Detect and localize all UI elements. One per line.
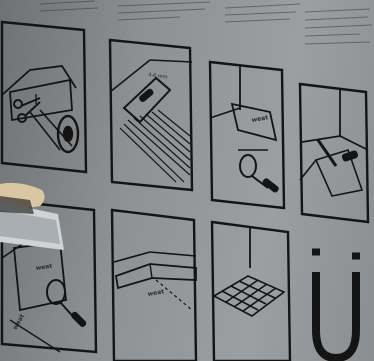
brand-mark-2: weat (35, 263, 52, 272)
pictogram-joint-tape (112, 210, 196, 361)
trowel-handle-icon (138, 88, 155, 104)
pictogram-corner-knife (300, 84, 368, 222)
magnet-icon (312, 252, 360, 358)
pictogram-tiling (212, 222, 290, 361)
brand-mark-1: weat (251, 114, 269, 124)
wall-roller-handle-icon (70, 311, 88, 329)
pictogram-trowel-adhesive (110, 40, 192, 190)
pictogram-cut-roll (2, 22, 86, 172)
hand-with-blade (0, 183, 64, 250)
fine-print-text (40, 1, 372, 44)
brand-mark-4: weat (147, 288, 165, 298)
